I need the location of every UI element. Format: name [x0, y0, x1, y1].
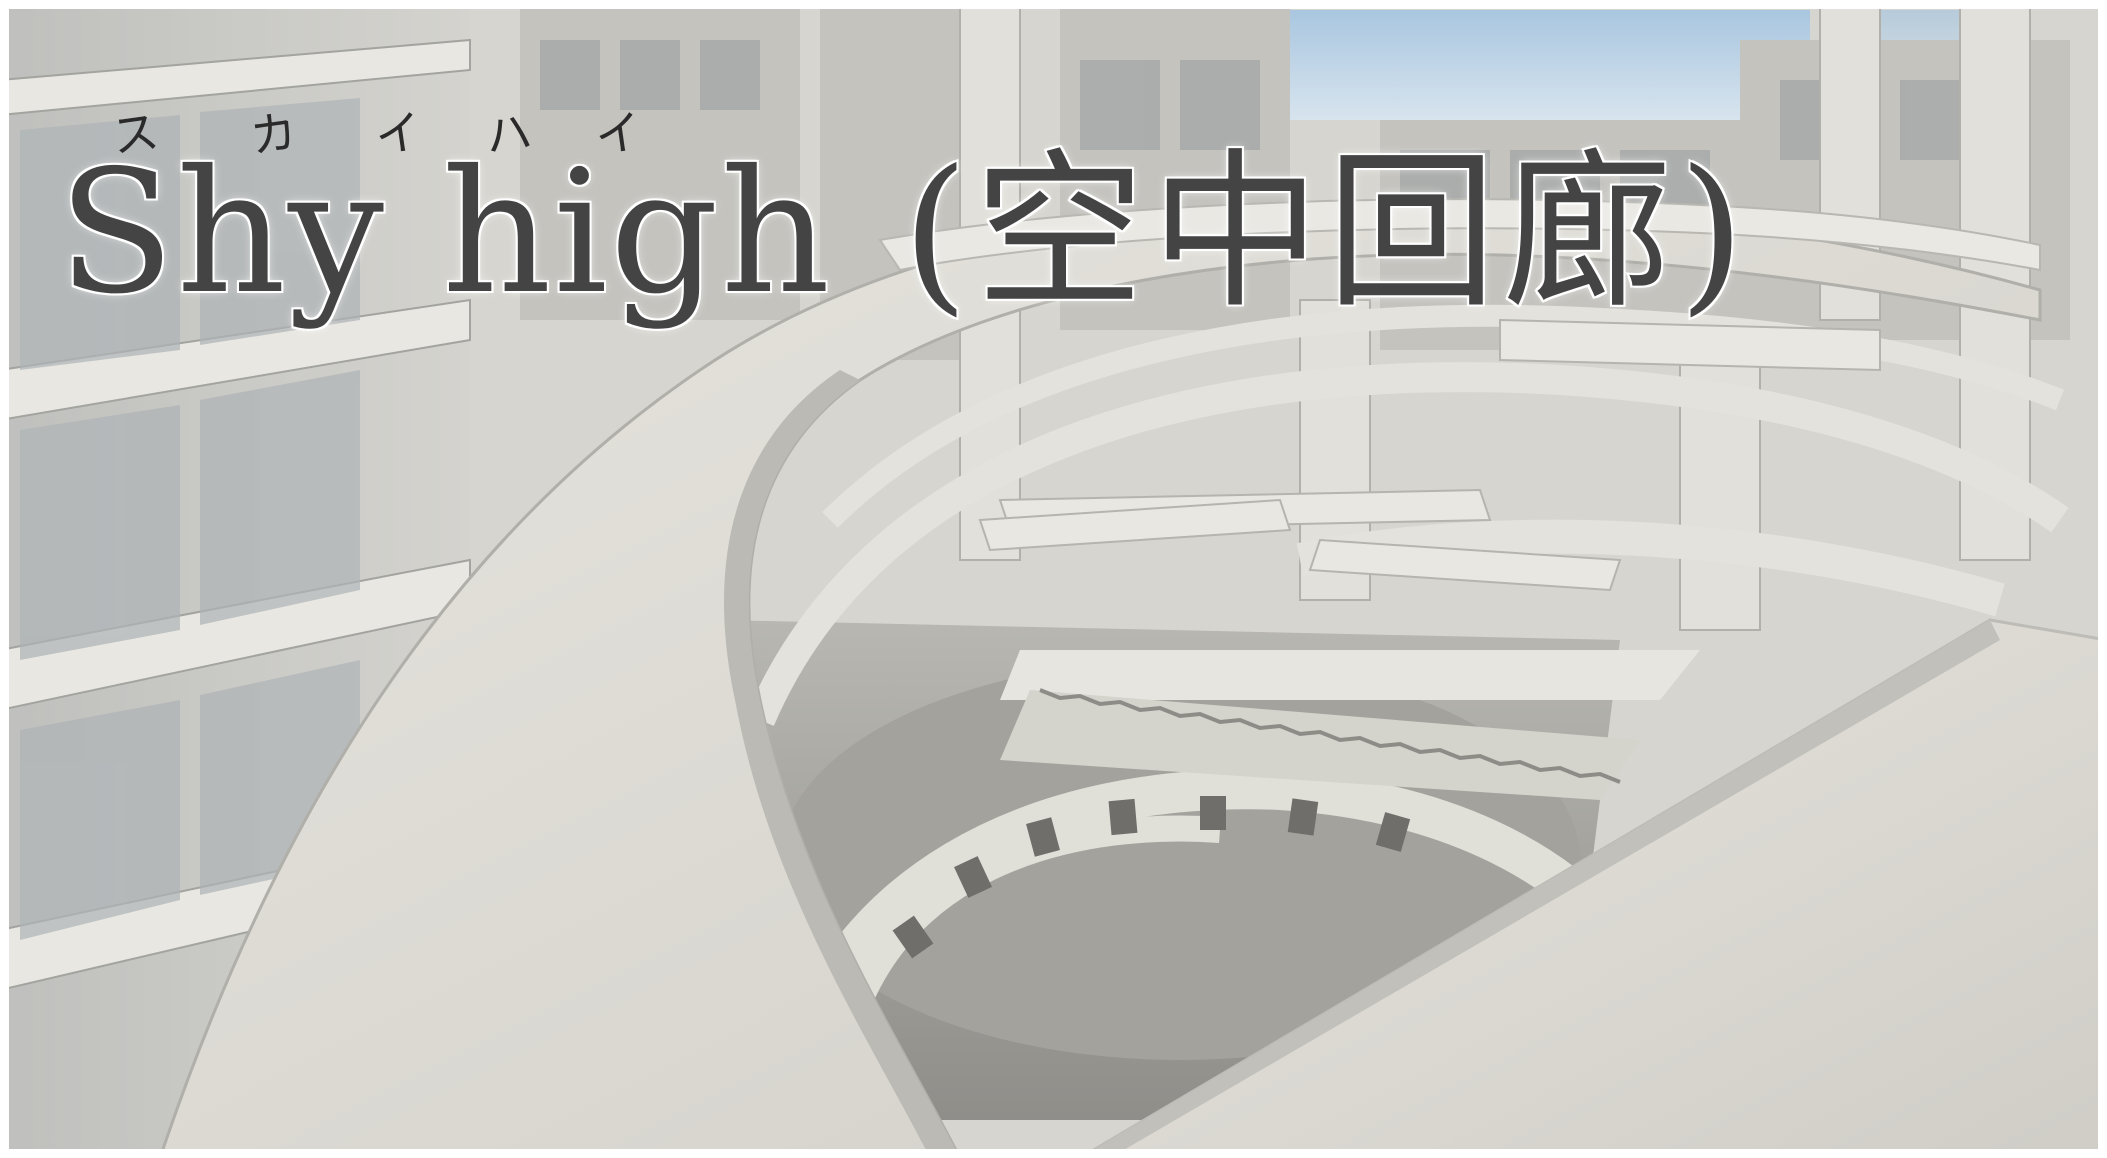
upper-ring-walkway	[878, 198, 2041, 272]
page-title: Shy high(空中回廊)	[56, 146, 1751, 320]
ring-gaps	[892, 796, 1411, 959]
title-japanese: (空中回廊)	[900, 134, 1751, 332]
title-latin: Shy high	[56, 134, 833, 332]
staircase	[1000, 650, 1700, 800]
right-platform-edge	[1080, 620, 2000, 1158]
straight-bridges	[978, 318, 1881, 592]
sky-patch	[1290, 10, 1810, 120]
left-wall-glass	[20, 98, 360, 940]
walkway-inner-edge	[723, 370, 960, 1158]
main-curved-walkway	[158, 200, 2042, 1158]
